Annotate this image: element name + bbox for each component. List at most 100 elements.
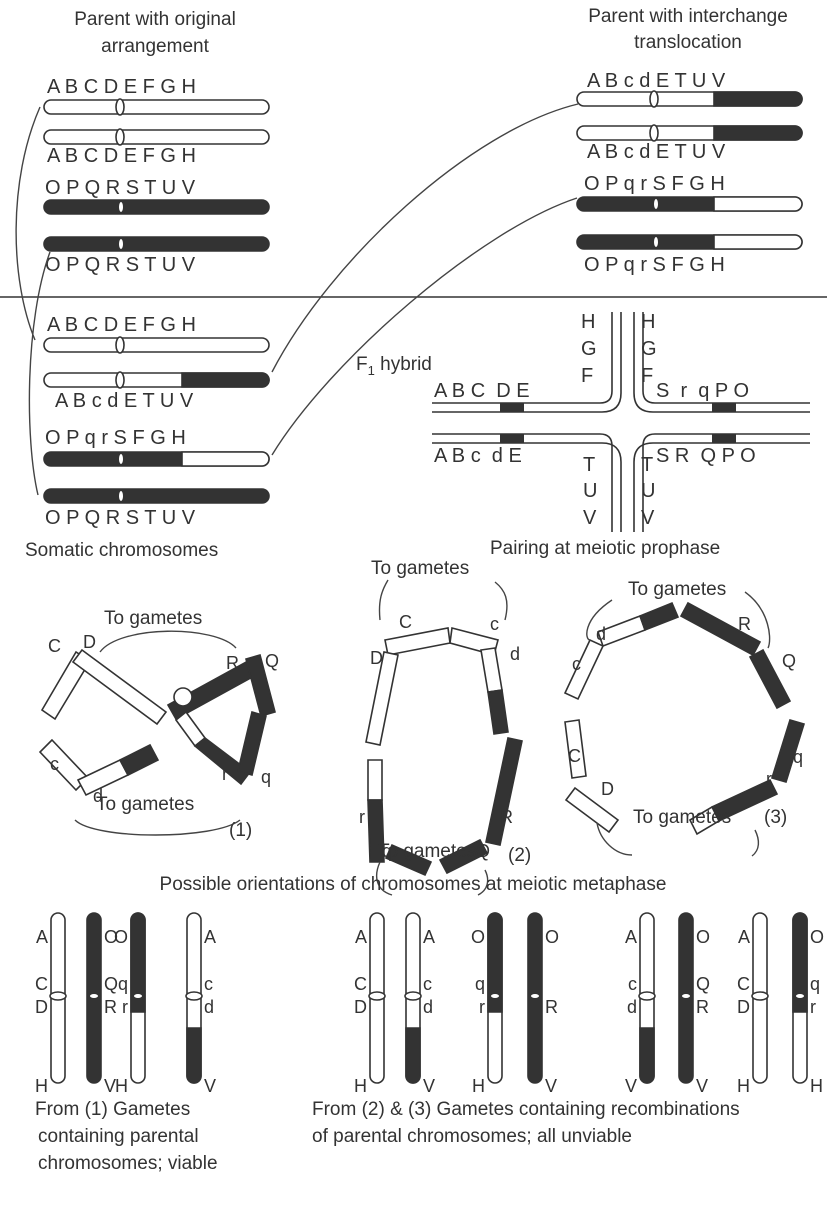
ring3-label-Q: Q	[782, 651, 796, 671]
gamete-label-mid1: C	[354, 974, 367, 994]
seq-somatic-4: O P Q R S T U V	[45, 507, 196, 529]
gamete-label-mid2: d	[627, 997, 637, 1017]
gamete-label-bot: V	[625, 1076, 637, 1096]
caption-parent-translocation-1: Parent with interchange	[588, 6, 788, 27]
gamete-label-top: O	[471, 927, 485, 947]
chromosome-translocated-ab	[577, 91, 802, 107]
ring2-label-Q: Q	[476, 841, 490, 861]
gamete-label-mid2: R	[696, 997, 709, 1017]
gamete-label-bot: H	[472, 1076, 485, 1096]
cross-left-top: A B C D E	[434, 380, 530, 402]
gamete-label-mid1: q	[475, 974, 485, 994]
to-gametes-3a: To gametes	[628, 579, 726, 600]
gamete-label-top: A	[36, 927, 48, 947]
caption-pairing: Pairing at meiotic prophase	[490, 538, 720, 559]
ring3-label-R: R	[738, 614, 751, 634]
gamete-label-mid1: q	[118, 974, 128, 994]
to-gametes-2b: To gametes	[378, 841, 476, 862]
cross-label: F	[581, 365, 593, 387]
caption-metaphase: Possible orientations of chromosomes at …	[160, 874, 667, 895]
ring3-label-c: c	[572, 654, 581, 674]
ring1-label-D: D	[83, 632, 96, 652]
ring3-label-D: D	[601, 779, 614, 799]
seq-somatic-2: A B c d E T U V	[55, 390, 194, 412]
caption-from1-1: From (1) Gametes	[35, 1099, 190, 1120]
ring1-label-C: C	[48, 636, 61, 656]
gamete-chromosome	[752, 913, 768, 1083]
gamete-label-mid1: Q	[104, 974, 118, 994]
gamete-label-mid2: r	[810, 997, 816, 1017]
gamete-label-mid2: R	[545, 997, 558, 1017]
gamete-label-top: O	[696, 927, 710, 947]
seq-right-4: O P q r S F G H	[584, 254, 725, 276]
gamete-label-bot: H	[35, 1076, 48, 1096]
seq-right-2: A B c d E T U V	[587, 141, 726, 163]
cross-right-top: S r q P O	[656, 380, 749, 402]
cross-label: U	[583, 480, 597, 502]
chromosome-black	[44, 200, 269, 214]
ring2-label-c: c	[490, 614, 499, 634]
gamete-label-mid1: q	[810, 974, 820, 994]
caption-parent-original-1: Parent with original	[74, 9, 236, 30]
caption-from1-3: chromosomes; viable	[38, 1153, 218, 1174]
cross-label: T	[583, 454, 595, 476]
gamete-label-mid1: c	[204, 974, 213, 994]
seq-left-2: A B C D E F G H	[47, 145, 196, 167]
gamete-label-mid1: Q	[696, 974, 710, 994]
chromosome-translocated-ab	[44, 372, 269, 388]
gamete-label-top: O	[810, 927, 824, 947]
gamete-label-bot: V	[204, 1076, 216, 1096]
gamete-label-mid2: r	[122, 997, 128, 1017]
gamete-chromosome	[679, 913, 693, 1083]
caption-from23-1: From (2) & (3) Gametes containing recomb…	[312, 1099, 740, 1120]
gamete-chromosome	[405, 913, 421, 1083]
gamete-label-bot: H	[354, 1076, 367, 1096]
gamete-label-mid1: c	[423, 974, 432, 994]
gamete-label-mid2: D	[35, 997, 48, 1017]
gamete-label-bot: V	[423, 1076, 435, 1096]
ring1-label-d: d	[93, 786, 103, 806]
gamete-label-bot: V	[545, 1076, 557, 1096]
gamete-label-mid2: d	[204, 997, 214, 1017]
cross-label: F	[641, 365, 653, 387]
gamete-label-top: A	[625, 927, 637, 947]
gamete-chromosome	[87, 913, 101, 1083]
chromosome-black	[44, 237, 269, 251]
ring2-label-D: D	[370, 648, 383, 668]
cross-label: G	[641, 338, 657, 360]
caption-f1-hybrid: F1 hybrid	[356, 354, 432, 378]
gamete-chromosome	[369, 913, 385, 1083]
ring-number-2: (2)	[508, 845, 531, 866]
ring2-label-C: C	[399, 612, 412, 632]
cross-label: G	[581, 338, 597, 360]
cross-label: U	[641, 480, 655, 502]
ring1-label-c: c	[50, 754, 59, 774]
gamete-label-bot: H	[737, 1076, 750, 1096]
chromosome-black	[44, 489, 269, 503]
to-gametes-2a: To gametes	[371, 558, 469, 579]
chromosome-white	[44, 129, 269, 145]
gamete-label-mid2: d	[423, 997, 433, 1017]
pairing-cross	[432, 312, 810, 532]
ring1-label-q: q	[261, 767, 271, 787]
gamete-label-top: A	[423, 927, 435, 947]
chromosome-translocated-op	[577, 197, 802, 211]
chromosome-translocated-op	[577, 235, 802, 249]
cross-label: V	[641, 507, 655, 529]
ring1-label-r: r	[222, 764, 228, 784]
to-gametes-3b: To gametes	[633, 807, 731, 828]
gamete-chromosome	[131, 913, 145, 1083]
seq-somatic-1: A B C D E F G H	[47, 314, 196, 336]
to-gametes-1b: To gametes	[96, 794, 194, 815]
cross-label: T	[641, 454, 653, 476]
ring3-label-d: d	[596, 624, 606, 644]
ring-number-3: (3)	[764, 807, 787, 828]
gamete-chromosome	[488, 913, 502, 1083]
cross-left-bottom: A B c d E	[434, 445, 522, 467]
gamete-label-mid2: R	[104, 997, 117, 1017]
seq-somatic-3: O P q r S F G H	[45, 427, 186, 449]
chromosome-translocated-op	[44, 452, 269, 466]
gamete-chromosome	[639, 913, 655, 1083]
gamete-chromosome	[793, 913, 807, 1083]
